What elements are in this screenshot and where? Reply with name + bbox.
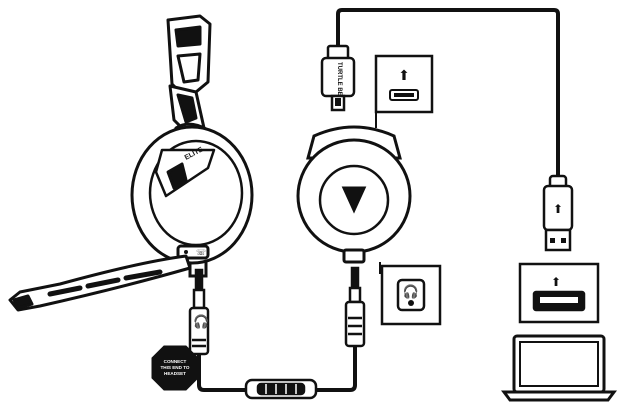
turtle-logo-icon: [166, 162, 188, 190]
laptop: [501, 334, 617, 402]
connect-label-line2: THIS END TO: [160, 365, 189, 370]
headphone-port-icon: 🎧: [403, 284, 419, 299]
laptop-usb-callout: ⬆: [518, 262, 600, 324]
laptop-usb-icon: ⬆: [551, 275, 561, 289]
micro-usb-plug: TURTLE BEACH: [320, 44, 356, 112]
usb-port-icon: ⬆: [398, 67, 410, 83]
connect-label-badge: CONNECT THIS END TO HEADSET: [151, 345, 199, 391]
usb-cable-line: [336, 8, 560, 178]
plug-headphone-icon: 🎧: [193, 314, 209, 329]
amp-jack: [342, 248, 366, 264]
headset-audio-plug: 🎧: [188, 268, 210, 356]
usb-a-plug-icon: ⬆: [553, 202, 563, 216]
svg-text:☏: ☏: [196, 248, 206, 257]
headphone-port-callout: 🎧: [379, 262, 442, 326]
amp-logo-icon: [341, 186, 367, 214]
amp-audio-plug: [344, 266, 366, 348]
usb-cable: [336, 8, 560, 178]
usb-plug-brand: TURTLE BEACH: [336, 62, 342, 109]
mic-boom: [8, 254, 192, 312]
inline-control: [244, 378, 318, 400]
headset: ELITE ☏: [130, 14, 254, 265]
usb-a-plug: ⬆: [542, 174, 574, 252]
usb-port-callout: ⬆: [374, 54, 434, 128]
connect-label-line1: CONNECT: [164, 359, 187, 364]
audio-amplifier: [296, 125, 412, 264]
connect-label-line3: HEADSET: [164, 371, 186, 376]
laptop-base: [501, 390, 617, 402]
